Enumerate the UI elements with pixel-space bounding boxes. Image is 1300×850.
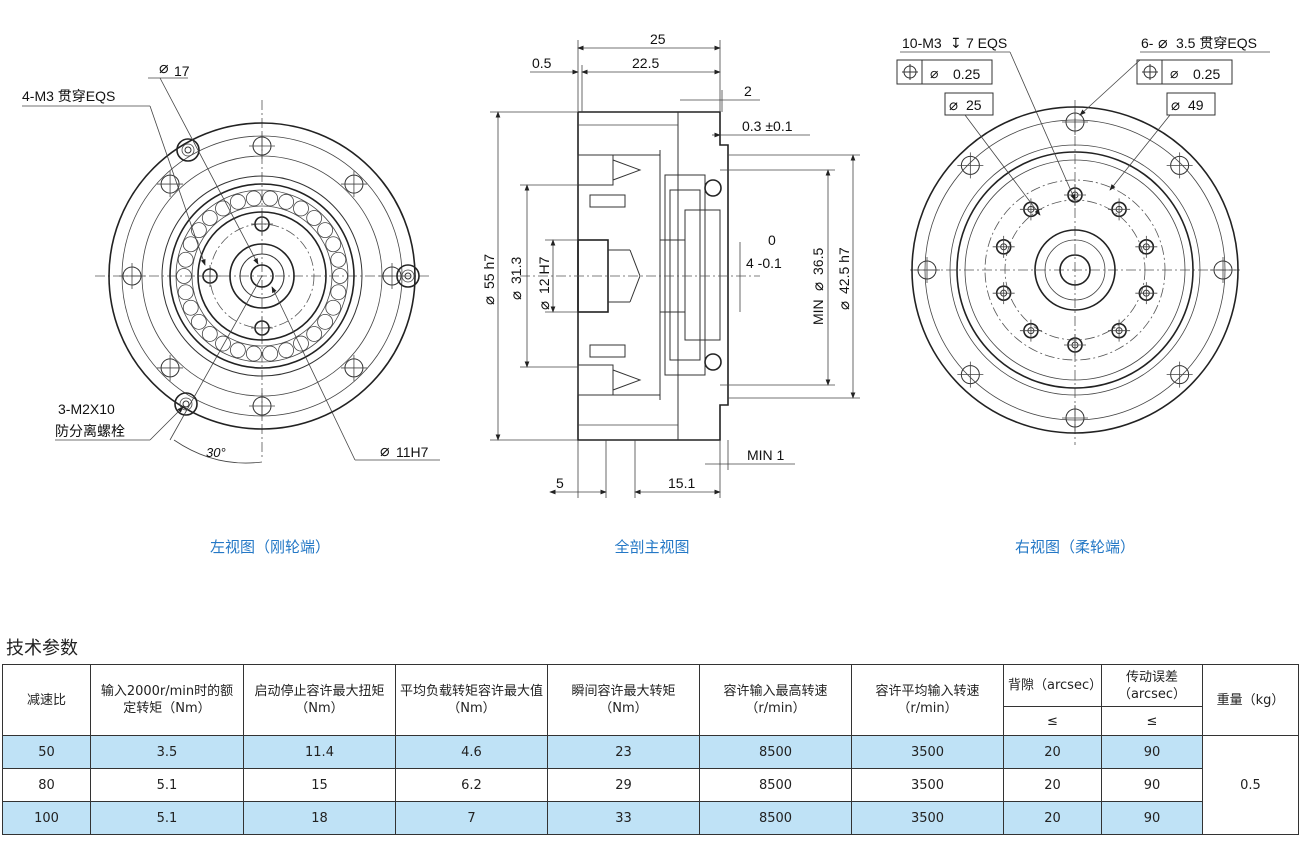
left-holes-label: 4-M3 贯穿EQS bbox=[22, 88, 115, 104]
left-phi17-label: 17 bbox=[174, 63, 190, 79]
header-max-input-speed: 容许输入最高转速（r/min） bbox=[699, 664, 852, 736]
cell-rated: 5.1 bbox=[90, 768, 244, 802]
cell-start-stop: 11.4 bbox=[243, 735, 396, 769]
section-view-caption: 全剖主视图 bbox=[614, 538, 690, 556]
cell-rated: 5.1 bbox=[90, 801, 244, 835]
right-view-drawing: 10-M3 ↧ 7 EQS 6- ⌀ 3.5 贯穿EQS ⌀ 0.25 ⌀ 0.… bbox=[896, 35, 1270, 445]
table-row: 80 5.1 15 6.2 29 8500 3500 20 90 bbox=[2, 768, 1299, 802]
cell-avg-in: 3500 bbox=[851, 735, 1004, 769]
dim-tol-upper: 0 bbox=[768, 232, 776, 248]
cell-rated: 3.5 bbox=[90, 735, 244, 769]
right-tol-left: 0.25 bbox=[953, 66, 980, 82]
cell-max-in: 8500 bbox=[699, 735, 852, 769]
svg-text:⌀: ⌀ bbox=[481, 296, 498, 305]
right-depth-label: 7 EQS bbox=[966, 35, 1007, 51]
dim-min-1: MIN 1 bbox=[747, 447, 785, 463]
header-start-stop-torque: 启动停止容许最大扭矩（Nm） bbox=[243, 664, 396, 736]
cell-weight: 0.5 bbox=[1202, 735, 1299, 835]
dim-15-1: 15.1 bbox=[668, 475, 695, 491]
left-bolts-label-1: 3-M2X10 bbox=[58, 401, 115, 417]
dim-0-5: 0.5 bbox=[532, 55, 552, 71]
header-weight: 重量（kg） bbox=[1202, 664, 1299, 736]
header-backlash-sub: ≤ bbox=[1003, 706, 1102, 736]
right-view-caption: 右视图（柔轮端） bbox=[1014, 538, 1135, 556]
cell-ratio: 100 bbox=[2, 801, 91, 835]
header-trans-error-sub: ≤ bbox=[1101, 706, 1203, 736]
cell-start-stop: 15 bbox=[243, 768, 396, 802]
svg-text:⌀: ⌀ bbox=[159, 60, 169, 77]
header-backlash: 背隙（arcsec） bbox=[1003, 664, 1102, 707]
dim-5: 5 bbox=[556, 475, 564, 491]
dim-12h7: 12 H7 bbox=[536, 256, 552, 294]
cell-max-in: 8500 bbox=[699, 801, 852, 835]
dim-min-label: MIN bbox=[810, 299, 826, 325]
cell-avg-in: 3500 bbox=[851, 768, 1004, 802]
header-avg-load-torque: 平均负载转矩容许最大值（Nm） bbox=[395, 664, 548, 736]
cell-avg-load: 7 bbox=[395, 801, 548, 835]
svg-text:⌀: ⌀ bbox=[380, 443, 390, 460]
right-phi49-label: 49 bbox=[1188, 97, 1204, 113]
cell-ratio: 80 bbox=[2, 768, 91, 802]
dim-31-3: 31.3 bbox=[508, 257, 524, 284]
left-view-drawing: ⌀ 17 4-M3 贯穿EQS 3-M2X10 防分离螺栓 30° ⌀ 11H7 bbox=[22, 60, 440, 464]
cell-error: 90 bbox=[1101, 801, 1203, 835]
spec-title: 技术参数 bbox=[6, 638, 78, 659]
left-bolts-label-2: 防分离螺栓 bbox=[55, 423, 125, 439]
header-trans-error: 传动误差（arcsec） bbox=[1101, 664, 1203, 707]
dim-tol-lower: 4 -0.1 bbox=[746, 255, 782, 271]
right-phi25-label: 25 bbox=[966, 97, 982, 113]
cell-error: 90 bbox=[1101, 768, 1203, 802]
svg-text:↧: ↧ bbox=[950, 35, 962, 51]
cell-backlash: 20 bbox=[1003, 735, 1102, 769]
dim-55h7: 55 h7 bbox=[481, 254, 497, 289]
dim-2: 2 bbox=[744, 83, 752, 99]
cell-momentary: 29 bbox=[547, 768, 700, 802]
dim-36-5: 36.5 bbox=[810, 248, 826, 275]
cell-error: 90 bbox=[1101, 735, 1203, 769]
dim-25: 25 bbox=[650, 31, 666, 47]
dim-22-5: 22.5 bbox=[632, 55, 659, 71]
cell-backlash: 20 bbox=[1003, 768, 1102, 802]
cell-start-stop: 18 bbox=[243, 801, 396, 835]
svg-text:⌀: ⌀ bbox=[1171, 97, 1180, 114]
table-row: 100 5.1 18 7 33 8500 3500 20 90 bbox=[2, 801, 1299, 835]
cell-avg-load: 6.2 bbox=[395, 768, 548, 802]
left-angle-label: 30° bbox=[206, 445, 226, 460]
svg-text:⌀: ⌀ bbox=[536, 301, 553, 310]
cell-ratio: 50 bbox=[2, 735, 91, 769]
svg-text:⌀: ⌀ bbox=[1170, 65, 1178, 81]
dim-0-3: 0.3 ±0.1 bbox=[742, 118, 793, 134]
header-rated-torque: 输入2000r/min时的额定转矩（Nm） bbox=[90, 664, 244, 736]
table-row: 50 3.5 11.4 4.6 23 8500 3500 20 90 0.5 bbox=[2, 735, 1299, 835]
header-ratio: 减速比 bbox=[2, 664, 91, 736]
cell-avg-in: 3500 bbox=[851, 801, 1004, 835]
dim-42-5h7: 42.5 h7 bbox=[836, 247, 852, 294]
svg-text:⌀: ⌀ bbox=[930, 65, 938, 81]
cell-max-in: 8500 bbox=[699, 768, 852, 802]
left-phi11-label: 11H7 bbox=[396, 444, 429, 460]
cell-avg-load: 4.6 bbox=[395, 735, 548, 769]
svg-text:⌀: ⌀ bbox=[836, 301, 853, 310]
svg-text:⌀: ⌀ bbox=[810, 282, 827, 291]
header-avg-input-speed: 容许平均输入转速（r/min） bbox=[851, 664, 1004, 736]
left-view-caption: 左视图（刚轮端） bbox=[209, 538, 330, 556]
cell-momentary: 33 bbox=[547, 801, 700, 835]
header-momentary-torque: 瞬间容许最大转矩（Nm） bbox=[547, 664, 700, 736]
engineering-drawings: ⌀ 17 4-M3 贯穿EQS 3-M2X10 防分离螺栓 30° ⌀ 11H7 bbox=[22, 31, 1270, 498]
svg-text:⌀: ⌀ bbox=[508, 291, 525, 300]
svg-text:⌀: ⌀ bbox=[949, 97, 958, 114]
right-holes6-label: 6- bbox=[1141, 35, 1154, 51]
svg-text:⌀: ⌀ bbox=[1158, 35, 1168, 52]
right-holes-label: 10-M3 bbox=[902, 35, 942, 51]
section-view-drawing: 25 0.5 22.5 2 0.3 ±0.1 ⌀ 55 h7 ⌀ 31.3 ⌀ … bbox=[481, 31, 860, 498]
cell-backlash: 20 bbox=[1003, 801, 1102, 835]
spec-table: 减速比 输入2000r/min时的额定转矩（Nm） 启动停止容许最大扭矩（Nm）… bbox=[2, 664, 1299, 835]
right-holes6-dim: 3.5 贯穿EQS bbox=[1176, 35, 1257, 51]
cell-momentary: 23 bbox=[547, 735, 700, 769]
right-tol-right: 0.25 bbox=[1193, 66, 1220, 82]
